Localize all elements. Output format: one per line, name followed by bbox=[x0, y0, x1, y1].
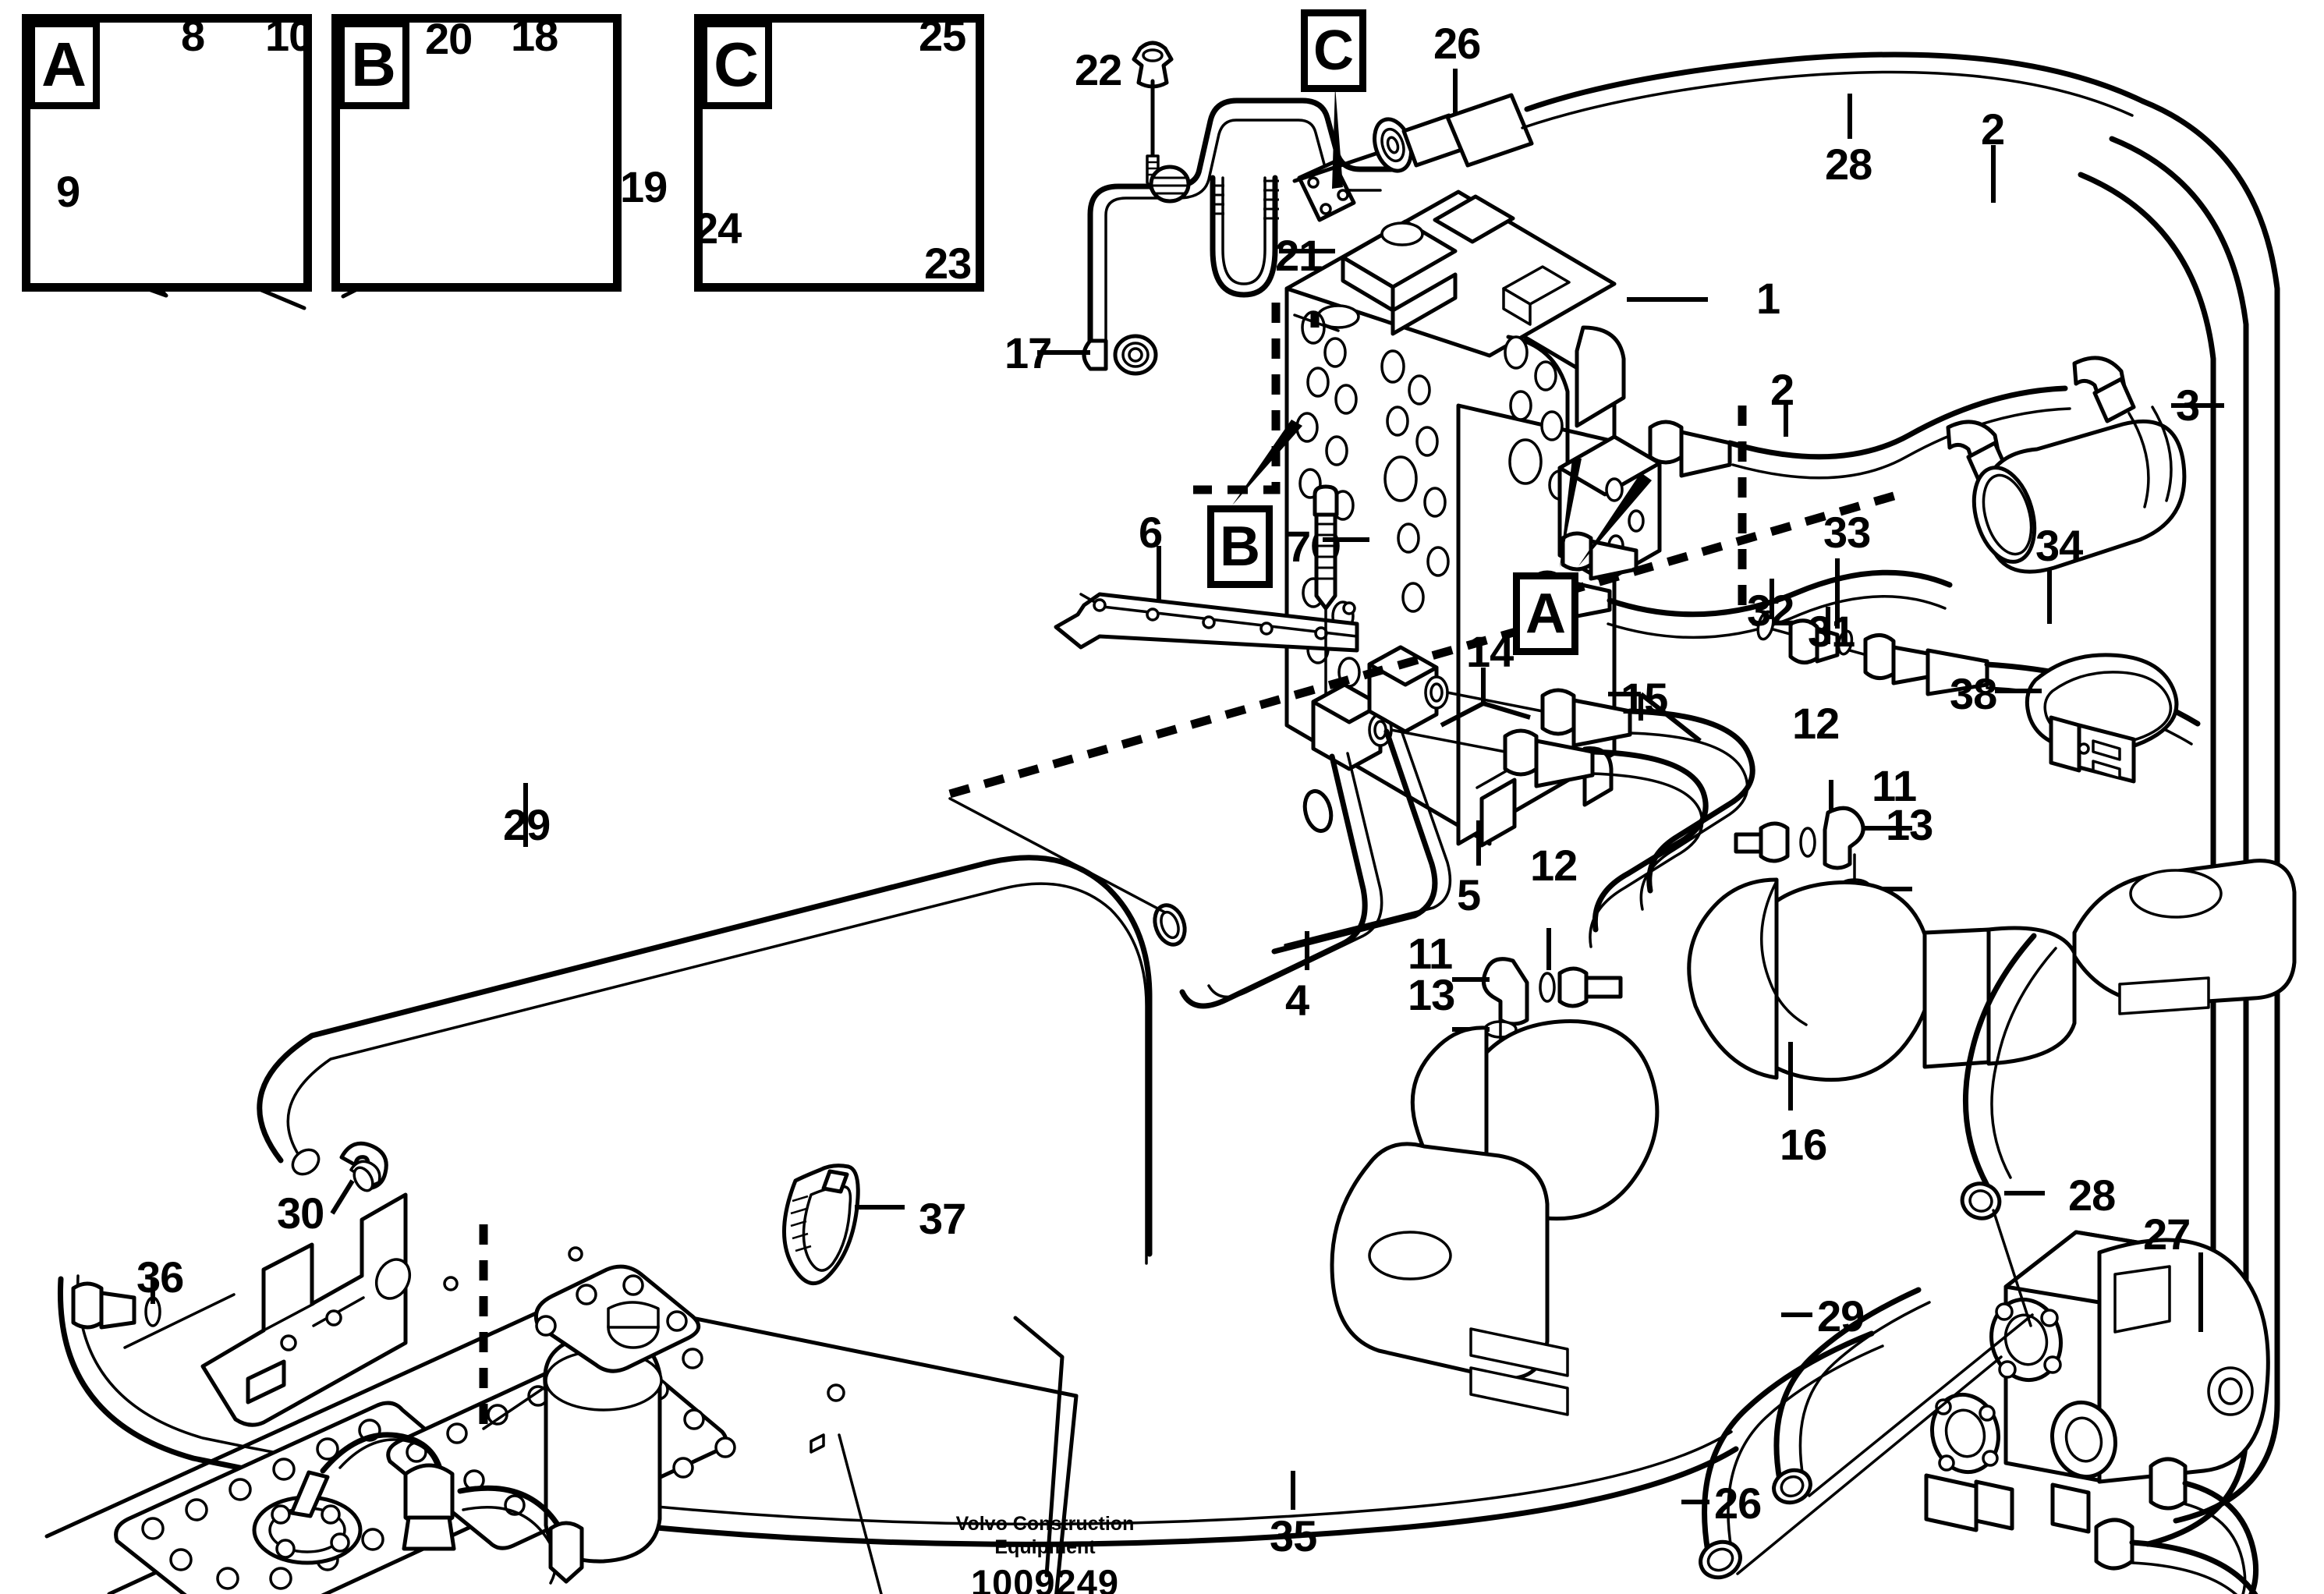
hose-bundle-right bbox=[2078, 98, 2280, 1547]
part-29-hose bbox=[257, 783, 1153, 1265]
callout-27: 27 bbox=[2143, 1210, 2191, 1259]
callout-14: 14 bbox=[1466, 627, 1514, 676]
detail-tag-b: B bbox=[338, 20, 409, 109]
callout-31: 31 bbox=[1808, 607, 1855, 656]
section-tag-a: A bbox=[1513, 572, 1578, 655]
callout-1: 1 bbox=[1756, 274, 1780, 323]
callout-15: 15 bbox=[1621, 674, 1668, 723]
callout-29: 29 bbox=[503, 800, 551, 849]
callout-34: 34 bbox=[2035, 521, 2083, 570]
part-7-bolt bbox=[1313, 484, 1369, 703]
callout-18: 18 bbox=[511, 11, 558, 60]
callout-11: 11 bbox=[1872, 761, 1917, 810]
section-tag-b: B bbox=[1207, 505, 1273, 588]
part-30-clamp bbox=[330, 1141, 388, 1215]
detail-tag-a: A bbox=[28, 20, 100, 109]
callout-12: 12 bbox=[1792, 699, 1840, 748]
callout-25: 25 bbox=[919, 11, 966, 60]
callout-38: 38 bbox=[1950, 669, 1997, 718]
callout-5: 5 bbox=[1457, 870, 1481, 919]
callout-36: 36 bbox=[136, 1252, 184, 1302]
callout-33: 33 bbox=[1823, 508, 1871, 557]
pump-hoses bbox=[1681, 933, 2057, 1580]
callout-17: 17 bbox=[1004, 328, 1052, 377]
part-27-pump bbox=[1736, 1209, 2270, 1594]
part-36-fitting bbox=[71, 1279, 236, 1349]
brand-logo-text: Volvo Construction Equipment bbox=[928, 1513, 1162, 1559]
part-3-accumulator bbox=[1946, 356, 2224, 574]
callout-21: 21 bbox=[1275, 231, 1323, 280]
callout-28: 28 bbox=[2068, 1171, 2116, 1220]
callout-26: 26 bbox=[1433, 19, 1481, 68]
callout-7: 7 bbox=[1287, 522, 1311, 571]
callout-32: 32 bbox=[1747, 586, 1794, 635]
callout-24: 24 bbox=[694, 204, 742, 253]
callout-11: 11 bbox=[1408, 929, 1453, 978]
callout-20: 20 bbox=[425, 14, 473, 63]
part-21-u-bolt bbox=[1210, 175, 1279, 298]
part-15-hoses bbox=[1503, 688, 1755, 948]
brand-line-2: Equipment bbox=[994, 1536, 1096, 1558]
callout-35: 35 bbox=[1270, 1511, 1317, 1560]
callout-10: 10 bbox=[265, 11, 313, 60]
callout-2: 2 bbox=[1981, 104, 2005, 154]
detail-tag-c: C bbox=[700, 20, 772, 109]
callout-28: 28 bbox=[1825, 140, 1872, 189]
callout-13: 13 bbox=[1408, 970, 1455, 1019]
part-38-clamp bbox=[1995, 653, 2179, 784]
callout-23: 23 bbox=[924, 239, 972, 288]
part-14-valve-cubes bbox=[1311, 645, 1544, 771]
tank-assembly bbox=[44, 1192, 1079, 1594]
callout-26: 26 bbox=[1714, 1479, 1762, 1528]
callout-16: 16 bbox=[1780, 1120, 1827, 1169]
part-4-5-pipes bbox=[1153, 727, 1481, 1009]
callout-19: 19 bbox=[620, 162, 668, 211]
callout-4: 4 bbox=[1285, 976, 1309, 1025]
reference-thin-lines bbox=[482, 313, 1340, 1594]
part-35-hose bbox=[57, 1274, 1739, 1547]
callout-30: 30 bbox=[277, 1188, 324, 1238]
section-tag-c: C bbox=[1301, 9, 1366, 92]
callout-13: 13 bbox=[1886, 800, 1933, 849]
part-26-top-hose bbox=[1292, 51, 2146, 183]
callout-6: 6 bbox=[1139, 508, 1163, 557]
part-6-bracket bbox=[1054, 546, 1359, 653]
callout-9: 9 bbox=[56, 167, 80, 216]
callout-3: 3 bbox=[2176, 381, 2200, 430]
callout-12: 12 bbox=[1530, 841, 1578, 890]
callout-37: 37 bbox=[919, 1194, 966, 1243]
part-31-34-fitting-assembly bbox=[1752, 558, 2201, 746]
part-37-cable-tie bbox=[782, 1164, 905, 1286]
brand-line-1: Volvo Construction bbox=[955, 1513, 1135, 1535]
part-2-hoses bbox=[1607, 145, 2071, 639]
callout-22: 22 bbox=[1075, 45, 1122, 94]
callout-29: 29 bbox=[1817, 1291, 1865, 1341]
part-16-cylinders bbox=[1330, 859, 2297, 1416]
part-number: 1009249 bbox=[971, 1562, 1119, 1594]
callout-8: 8 bbox=[181, 11, 205, 60]
section-pointers bbox=[1232, 86, 1652, 568]
callout-2: 2 bbox=[1770, 365, 1794, 414]
